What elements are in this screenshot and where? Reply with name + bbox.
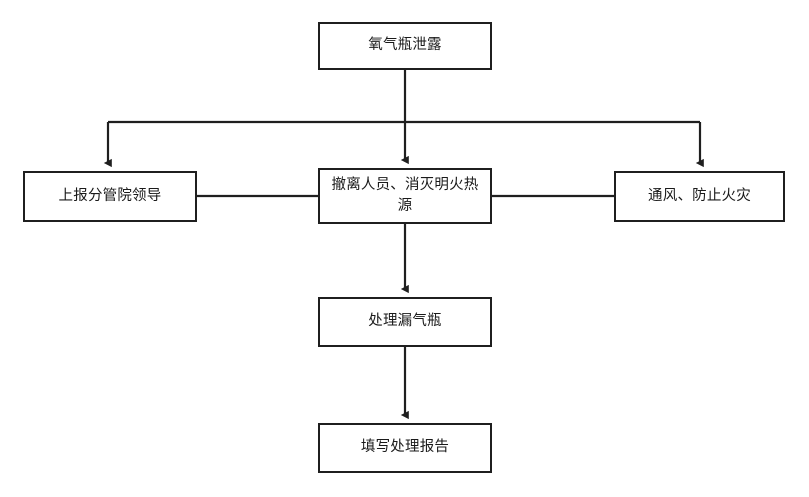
node-label: 撤离人员、消灭明火热源: [331, 176, 479, 214]
node-fill-incident-report[interactable]: 填写处理报告: [318, 423, 492, 473]
node-oxygen-cylinder-leak[interactable]: 氧气瓶泄露: [318, 22, 492, 70]
node-label: 填写处理报告: [360, 439, 450, 456]
node-report-to-leadership[interactable]: 上报分管院领导: [23, 171, 197, 222]
node-label: 上报分管院领导: [58, 187, 162, 204]
node-evacuate-and-extinguish[interactable]: 撤离人员、消灭明火热源: [318, 168, 492, 224]
node-label: 处理漏气瓶: [368, 313, 442, 330]
node-label: 氧气瓶泄露: [368, 37, 442, 54]
node-label: 通风、防止火灾: [648, 187, 751, 204]
node-handle-leaking-cylinder[interactable]: 处理漏气瓶: [318, 297, 492, 347]
node-ventilate-prevent-fire[interactable]: 通风、防止火灾: [614, 171, 785, 222]
